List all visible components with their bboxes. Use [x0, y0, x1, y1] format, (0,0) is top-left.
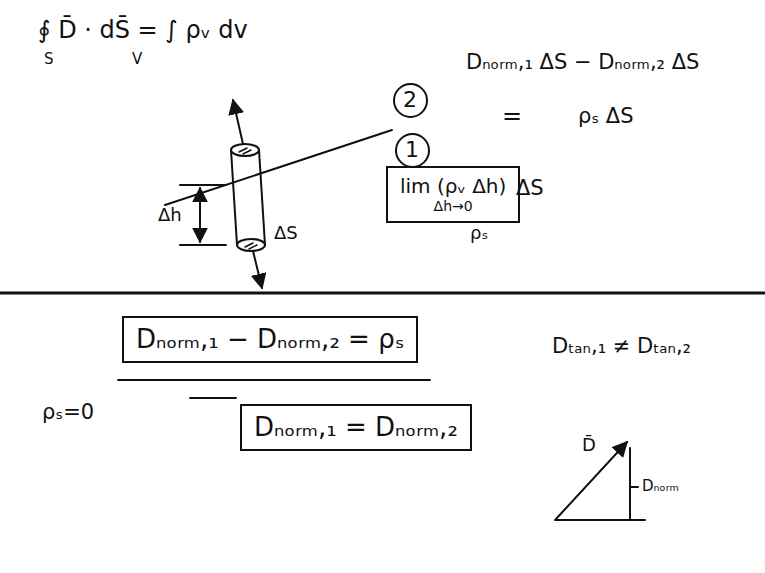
- cylinder-bottom: [237, 239, 265, 251]
- triangle-side: [629, 448, 631, 520]
- equation-box: lim (ρᵥ Δh)Δh→0: [386, 166, 520, 223]
- leader-line: [631, 486, 638, 488]
- region-circle: 1: [395, 133, 430, 168]
- integral-subscript: S: [44, 50, 54, 68]
- normal-arrow: [253, 251, 262, 288]
- equation-box: Dₙₒᵣₘ,₁ = Dₙₒᵣₘ,₂: [240, 404, 472, 451]
- charge-expression: ρₛ ΔS: [578, 104, 634, 129]
- equals-sign: =: [502, 102, 522, 131]
- divider-line: [0, 292, 765, 295]
- region-circle: 2: [393, 83, 428, 118]
- tangential-relation: Dₜₐₙ,₁ ≠ Dₜₐₙ,₂: [552, 334, 691, 359]
- limit-expression: lim (ρᵥ Δh): [400, 174, 506, 198]
- equation-box: Dₙₒᵣₘ,₁ − Dₙₒᵣₘ,₂ = ρₛ: [122, 316, 418, 363]
- region-number: 2: [403, 87, 417, 113]
- condition-note: ρₛ=0: [42, 400, 94, 425]
- area-label: ΔS: [516, 176, 544, 201]
- dimension-tick: [180, 184, 226, 186]
- triangle-base: [555, 519, 645, 521]
- area-label: ΔS: [274, 222, 298, 244]
- boundary-equation: Dₙₒᵣₘ,₁ = Dₙₒᵣₘ,₂: [254, 412, 458, 443]
- limit-subscript: Δh→0: [400, 198, 506, 215]
- integral-subscript: V: [132, 50, 142, 68]
- dimension-label: Δh: [158, 204, 182, 226]
- region-number: 1: [405, 137, 419, 163]
- frame-line: [190, 397, 236, 399]
- cylinder-top: [231, 144, 259, 156]
- gauss-law: ∮ D̄ · dS̄ = ∫ ρᵥ dv: [38, 16, 248, 45]
- boundary-equation: Dₙₒᵣₘ,₁ − Dₙₒᵣₘ,₂ = ρₛ: [136, 324, 404, 355]
- surface-charge: ρₛ: [470, 222, 488, 244]
- component-label: Dₙₒᵣₘ: [642, 477, 679, 495]
- flux-expression: Dₙₒᵣₘ,₁ ΔS − Dₙₒᵣₘ,₂ ΔS: [466, 50, 699, 75]
- cylinder-side: [231, 150, 237, 245]
- frame-line: [118, 379, 430, 381]
- dimension-tick: [180, 244, 226, 246]
- cylinder-side: [259, 150, 265, 245]
- dimension-arrow: [199, 188, 201, 242]
- vector-label: D̄: [582, 434, 596, 456]
- normal-arrow: [233, 100, 243, 144]
